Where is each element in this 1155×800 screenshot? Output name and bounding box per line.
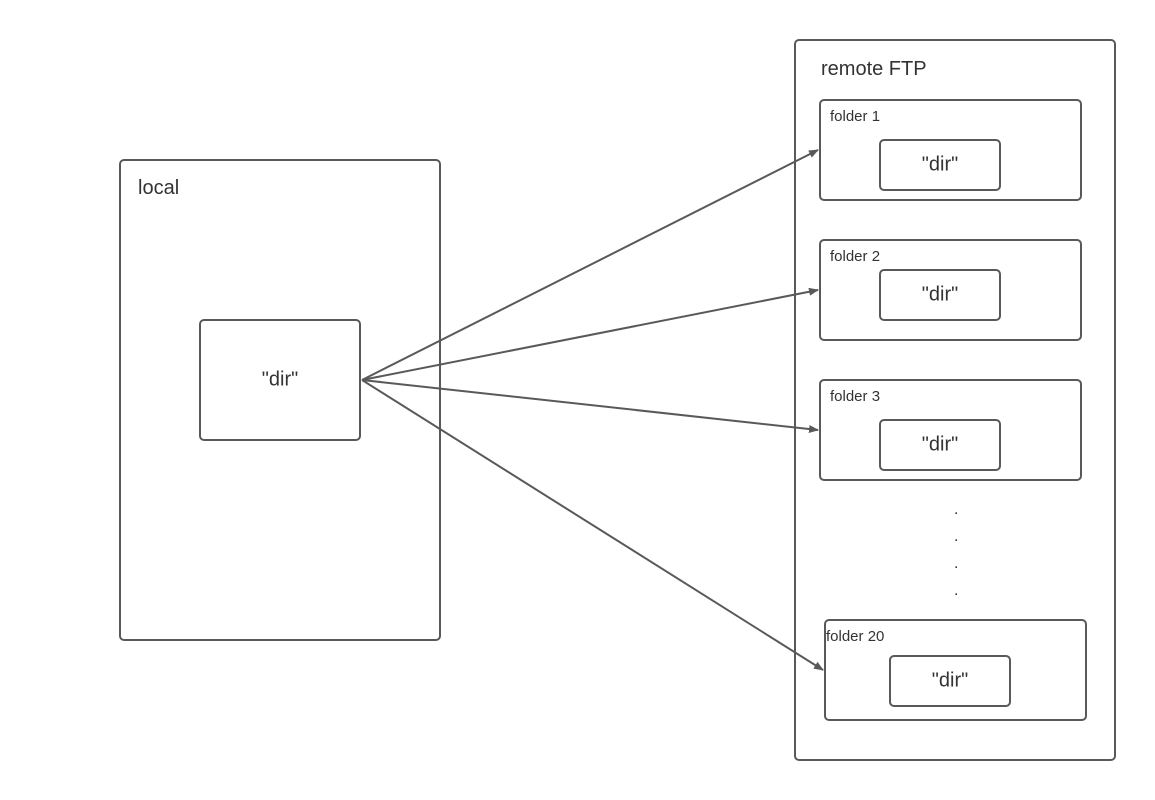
- folder-2-dir-label: "dir": [921, 283, 959, 306]
- ellipsis-dot-1: .: [954, 501, 959, 518]
- folder-1-dir-label: "dir": [921, 153, 959, 176]
- ellipsis-dot-2: .: [954, 528, 959, 545]
- ellipsis-dot-4: .: [954, 582, 959, 599]
- folder-1-label: folder 1: [830, 108, 881, 125]
- local-title: local: [138, 177, 180, 199]
- folder-3-dir-box: "dir": [879, 419, 1001, 471]
- ellipsis-dot-3: .: [954, 555, 959, 572]
- folder-3-label: folder 3: [830, 388, 881, 405]
- folder-20-label: folder 20: [826, 628, 885, 645]
- remote-ftp-title: remote FTP: [821, 58, 927, 80]
- folder-2-dir-box: "dir": [879, 269, 1001, 321]
- folder-1-dir-box: "dir": [879, 139, 1001, 191]
- folder-20-dir-box: "dir": [889, 655, 1011, 707]
- folder-20-dir-label: "dir": [931, 669, 969, 692]
- folder-2-label: folder 2: [830, 248, 881, 265]
- folder-3-dir-label: "dir": [921, 433, 959, 456]
- local-dir-box: "dir": [199, 319, 361, 441]
- local-dir-label: "dir": [261, 368, 299, 391]
